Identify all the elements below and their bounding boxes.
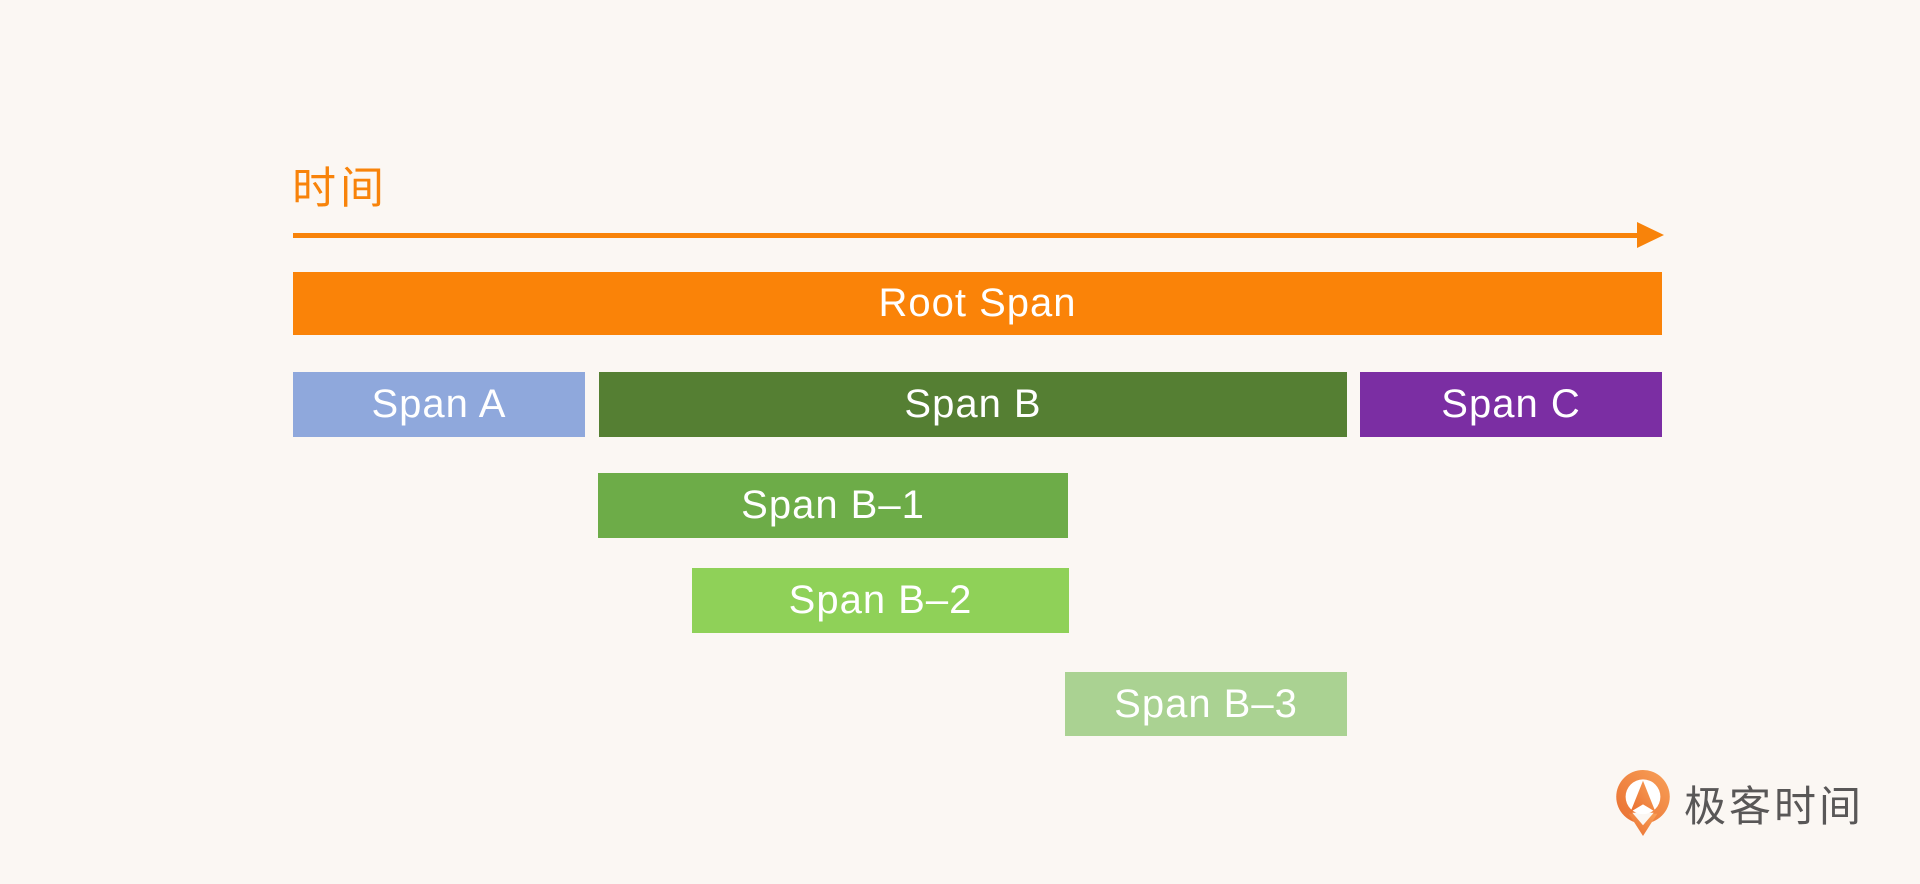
span-bar-label: Span B–2 xyxy=(788,578,973,622)
span-bar-span-b: Span B xyxy=(599,372,1347,437)
geektime-pin-icon xyxy=(1616,770,1670,836)
span-bar-root: Root Span xyxy=(293,272,1662,335)
span-bar-span-c: Span C xyxy=(1360,372,1662,437)
span-bar-label: Span B–3 xyxy=(1114,681,1298,726)
span-bar-label: Root Span xyxy=(878,281,1077,325)
time-axis-label: 时间 xyxy=(292,164,388,213)
time-axis-line xyxy=(293,233,1639,238)
geektime-logo: 极客时间 xyxy=(1616,770,1864,836)
span-bar-label: Span B–1 xyxy=(741,483,925,527)
span-bar-label: Span B xyxy=(904,382,1042,426)
span-bar-span-b2: Span B–2 xyxy=(692,568,1069,633)
span-bar-label: Span C xyxy=(1441,382,1581,426)
span-bar-span-b3: Span B–3 xyxy=(1065,672,1347,736)
span-bar-span-b1: Span B–1 xyxy=(598,473,1068,538)
time-axis-arrowhead-icon xyxy=(1637,222,1664,248)
span-bar-label: Span A xyxy=(371,382,507,426)
geektime-logo-text: 极客时间 xyxy=(1684,782,1865,830)
span-bar-span-a: Span A xyxy=(293,372,585,437)
